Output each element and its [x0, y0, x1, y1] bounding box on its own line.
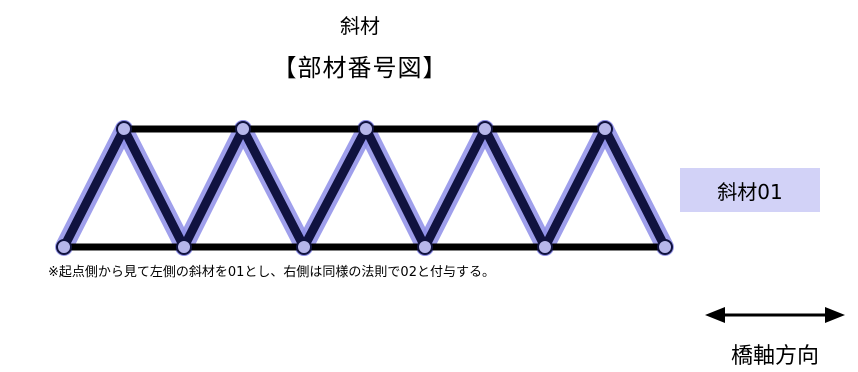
diagonal-member-10 [600, 124, 670, 252]
bottom-node-5 [537, 239, 553, 255]
top-node-3 [358, 121, 374, 137]
arrow-head-right [825, 307, 845, 323]
member-label-box: 斜材01 [680, 168, 820, 212]
top-node-2 [235, 121, 251, 137]
diagonal-member-1 [59, 124, 129, 252]
top-node-4 [477, 121, 493, 137]
bridge-axis-label: 橋軸方向 [730, 344, 819, 369]
diagram-subtitle: 【部材番号図】 [272, 54, 448, 82]
diagonal-member-9 [540, 124, 610, 252]
diagonal-member-8 [480, 124, 550, 252]
bottom-node-6 [657, 239, 673, 255]
diagonal-member-4 [238, 124, 309, 252]
arrow-head-left [705, 307, 725, 323]
diagonal-member-3 [179, 124, 248, 252]
diagonal-member-7 [420, 124, 490, 252]
bottom-node-4 [417, 239, 433, 255]
diagonal-member-2 [119, 124, 189, 252]
diagonal-group [59, 124, 670, 252]
diagonal-member-5 [299, 124, 371, 252]
top-node-5 [597, 121, 613, 137]
diagonal-member-6 [361, 124, 430, 252]
bottom-node-1 [56, 239, 72, 255]
top-node-1 [116, 121, 132, 137]
footnote: ※起点側から見て左側の斜材を01とし、右側は同様の法則で02と付与する。 [48, 265, 495, 280]
bottom-node-2 [176, 239, 192, 255]
member-label-text: 斜材01 [717, 179, 783, 204]
bottom-node-3 [296, 239, 312, 255]
node-group [56, 121, 673, 255]
diagram-title: 斜材 [340, 14, 380, 38]
bridge-axis-arrow [705, 307, 845, 323]
